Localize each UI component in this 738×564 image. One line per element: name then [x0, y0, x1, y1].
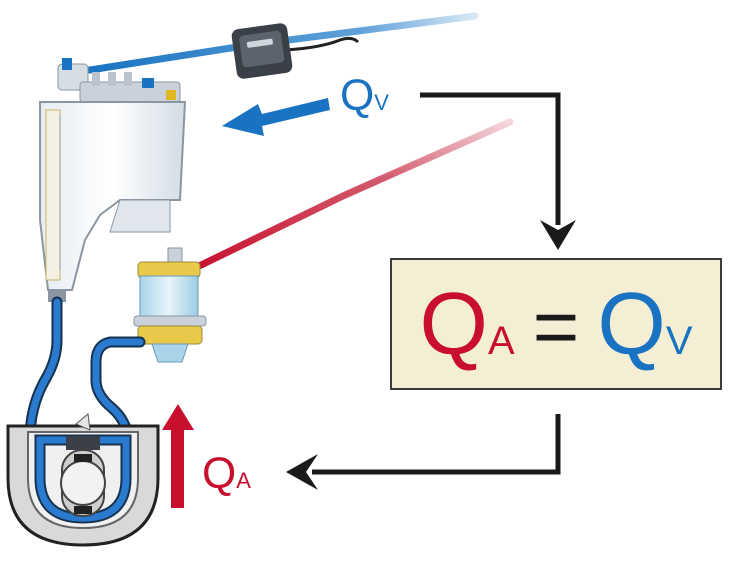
- equation-operator: =: [532, 282, 580, 371]
- arterial-flow-symbol: Q: [202, 449, 237, 498]
- venous-flow-subscript: V: [374, 90, 389, 115]
- connector-arrow-to-equation: [420, 92, 576, 250]
- flow-sensor-icon: [231, 23, 360, 79]
- equation-left-subscript: A: [487, 319, 515, 363]
- arterial-flow-label: QA: [202, 452, 251, 496]
- roller-pump-icon: [6, 413, 160, 547]
- equation-right-subscript: V: [665, 319, 693, 363]
- arterial-flow-subscript: A: [236, 468, 251, 493]
- equation-box: QA=QV: [390, 258, 722, 390]
- equation-left-symbol: Q: [419, 274, 488, 373]
- venous-flow-label: QV: [340, 74, 389, 118]
- oxygenator-icon: [133, 247, 207, 363]
- venous-flow-arrow: [222, 98, 330, 136]
- connector-arrow-from-equation: [286, 414, 561, 490]
- venous-reservoir-icon: [39, 58, 187, 302]
- arterial-flow-arrow: [162, 404, 194, 508]
- flow-equation: QA=QV: [420, 280, 693, 368]
- arterial-line: [191, 118, 514, 272]
- venous-flow-symbol: Q: [340, 71, 375, 120]
- equation-right-symbol: Q: [597, 274, 666, 373]
